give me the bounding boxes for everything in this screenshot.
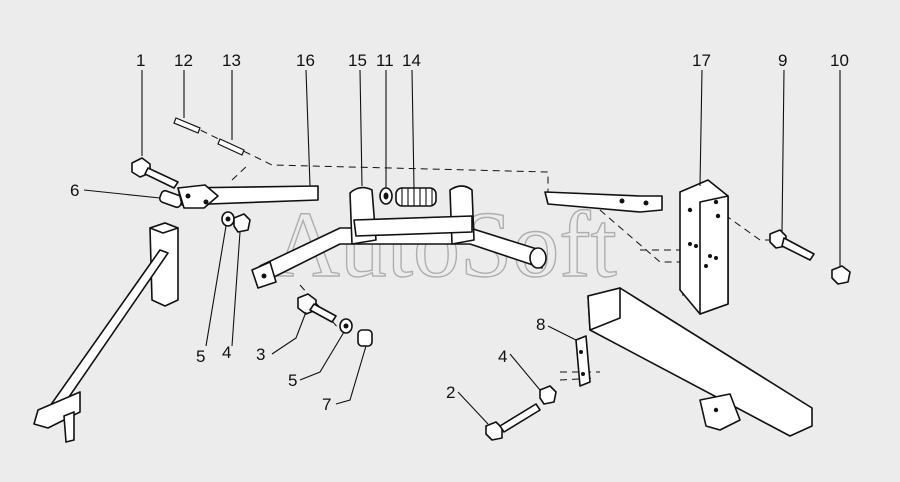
callout-15: 15 <box>348 51 367 70</box>
callout-5-lower: 5 <box>288 371 297 390</box>
frame-beam <box>587 287 813 437</box>
callout-8: 8 <box>536 315 545 334</box>
callout-11: 11 <box>376 51 394 70</box>
callout-labels: 1 12 13 16 15 11 14 17 9 10 6 5 4 3 5 7 … <box>70 51 849 414</box>
bush-7 <box>357 329 373 347</box>
callout-4-upper: 4 <box>222 343 231 362</box>
callout-2: 2 <box>446 383 455 402</box>
nut-10 <box>831 265 851 285</box>
bolt-3 <box>297 293 337 323</box>
callout-3: 3 <box>256 345 265 364</box>
callout-7: 7 <box>322 395 331 414</box>
bracket-8 <box>575 335 591 387</box>
callout-12: 12 <box>174 51 193 70</box>
bolt-1 <box>131 157 179 189</box>
arm-16 <box>177 184 319 209</box>
callout-14: 14 <box>402 51 421 70</box>
washer-5-lower <box>339 318 353 334</box>
nut-4-upper <box>233 213 251 233</box>
stand-bracket <box>33 222 179 443</box>
leader-lines <box>83 69 841 425</box>
arm-right <box>544 191 663 213</box>
bolt-9 <box>769 229 815 261</box>
callout-10: 10 <box>830 51 849 70</box>
callout-13: 13 <box>222 51 241 70</box>
stud-13 <box>217 138 245 156</box>
callout-1: 1 <box>136 51 145 70</box>
center-bracket-15 <box>349 185 475 245</box>
callout-5-upper: 5 <box>196 347 205 366</box>
bracket-plate-17 <box>679 179 729 315</box>
washer-11 <box>379 187 393 205</box>
stud-12 <box>173 117 201 134</box>
callout-4-lower: 4 <box>498 347 507 366</box>
spring-14 <box>395 187 437 207</box>
nut-4-lower <box>539 385 557 405</box>
callout-17: 17 <box>692 51 711 70</box>
callout-6: 6 <box>70 181 79 200</box>
washer-5-upper <box>221 211 235 227</box>
callout-16: 16 <box>296 51 315 70</box>
bolt-2 <box>485 403 541 441</box>
callout-9: 9 <box>778 51 787 70</box>
